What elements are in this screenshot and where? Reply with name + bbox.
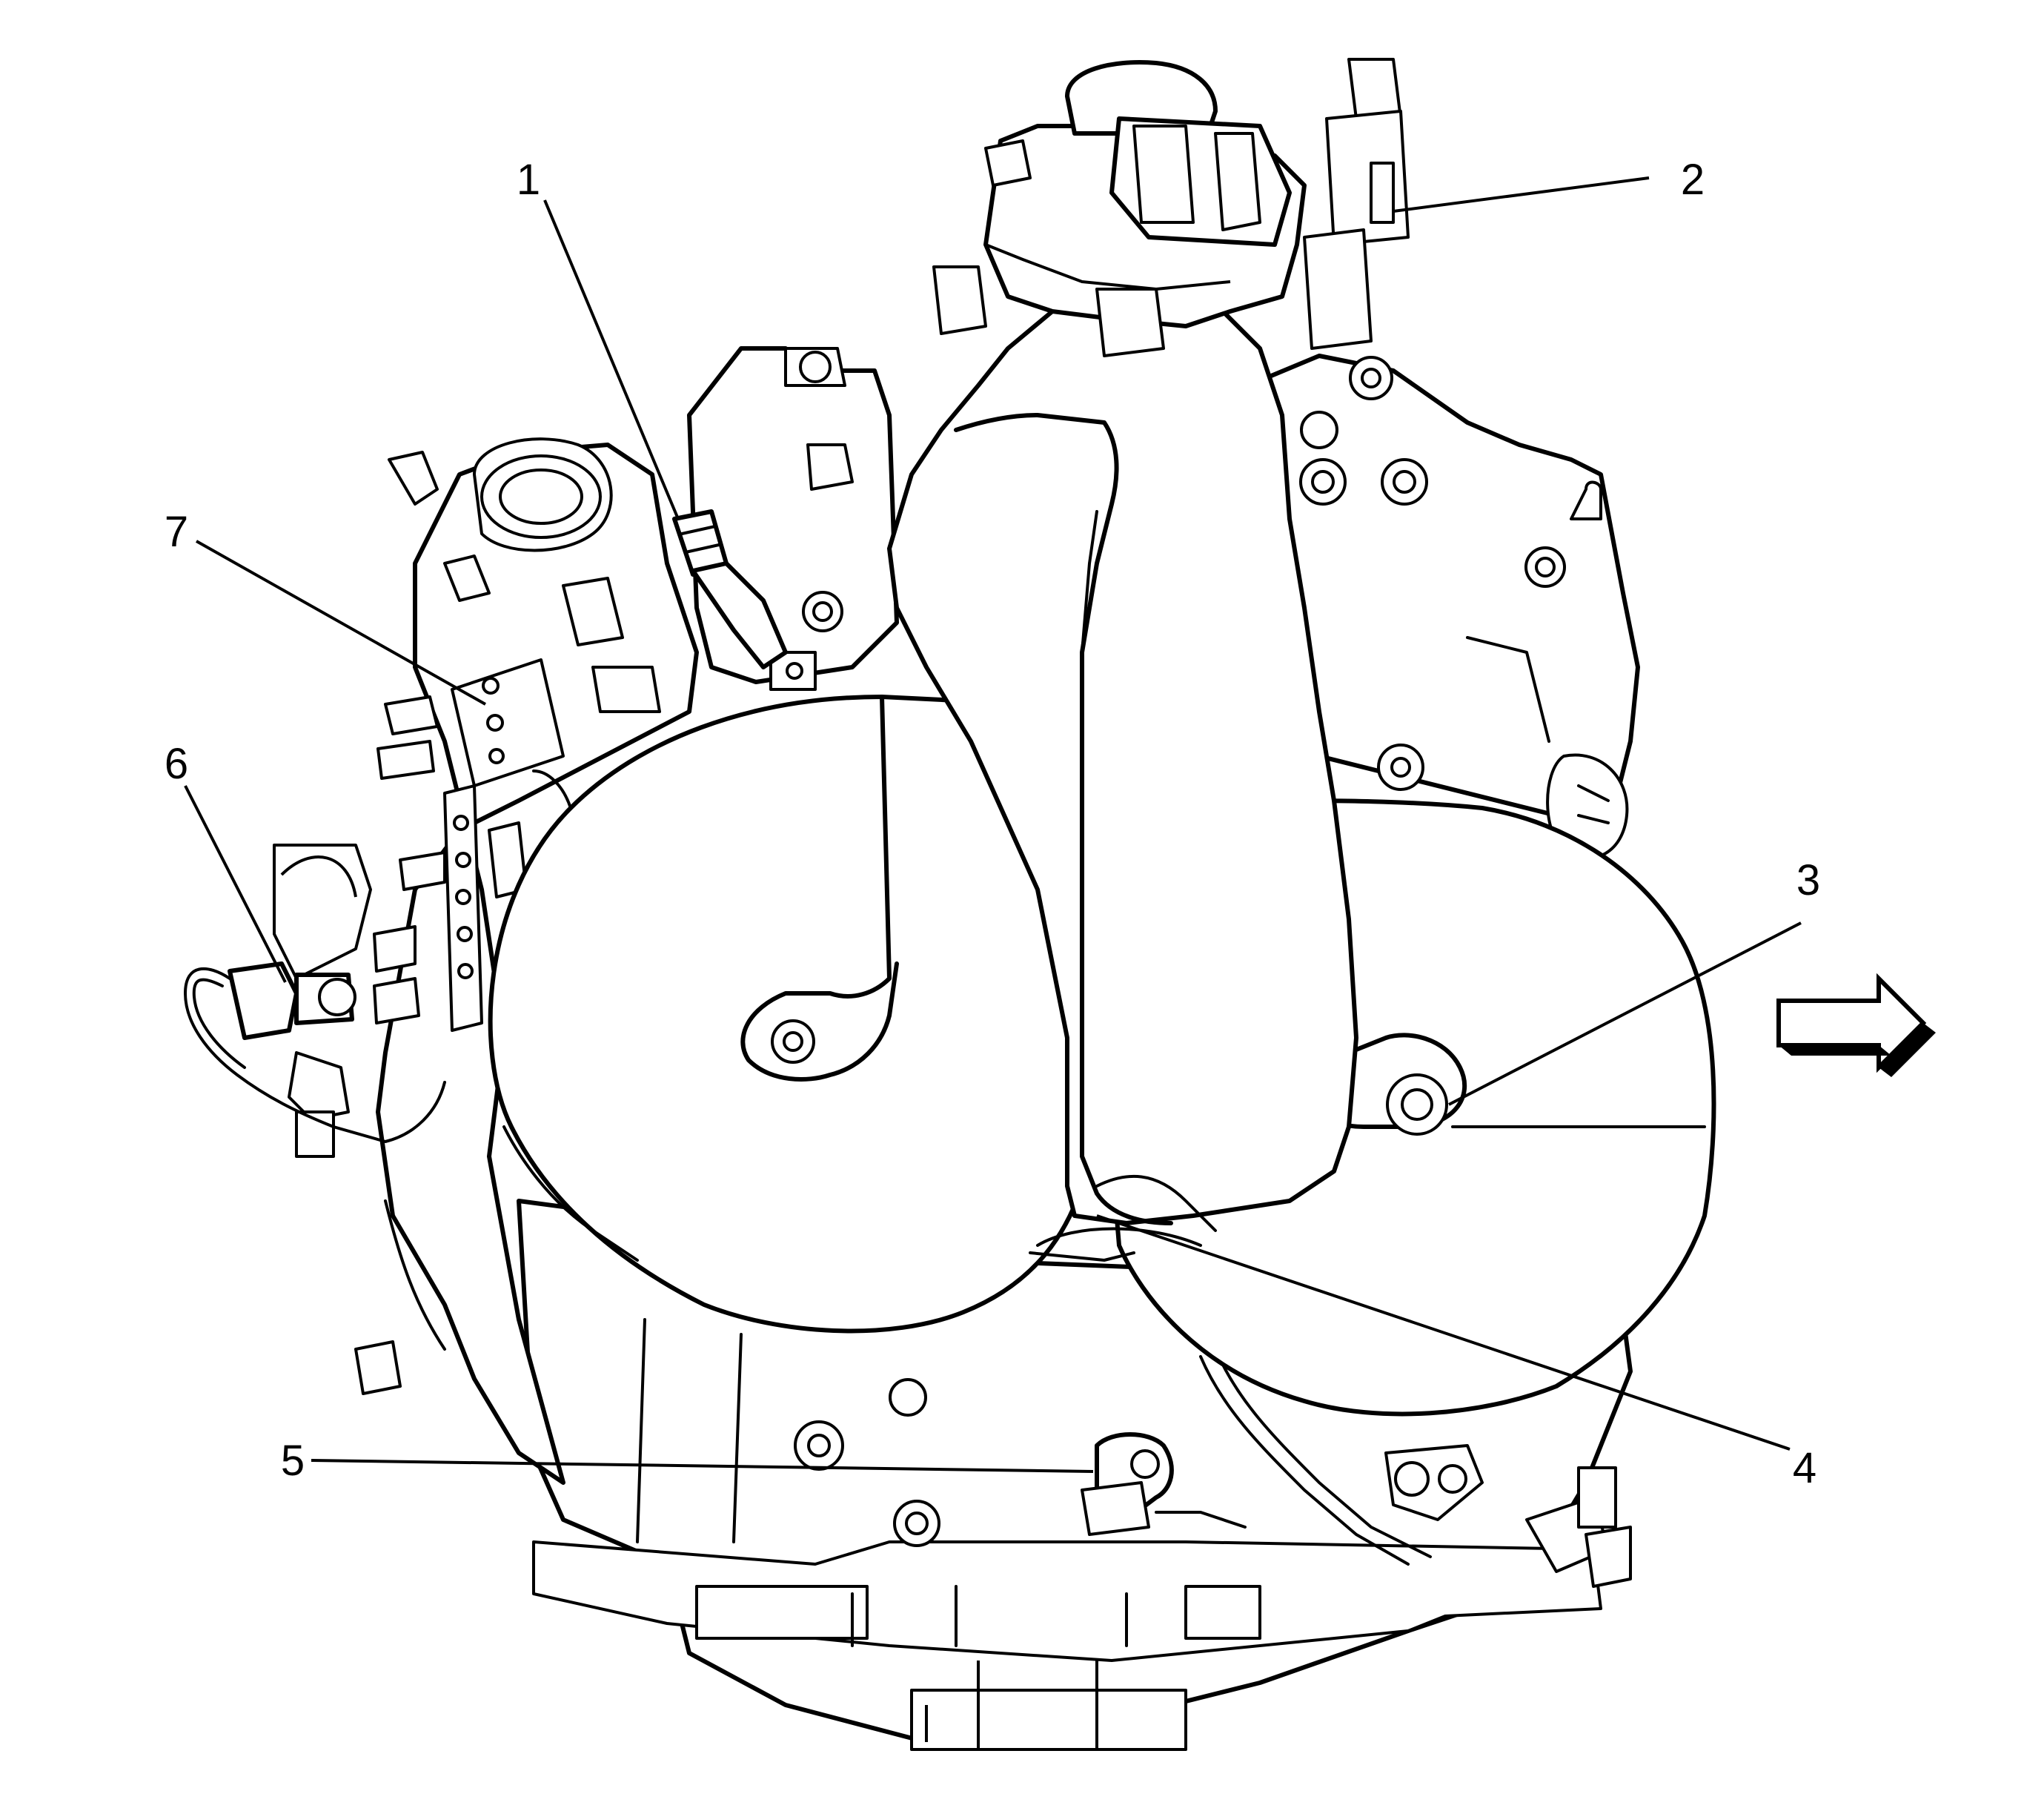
upper-left-bracket xyxy=(687,346,899,691)
callout-label-3: 3 xyxy=(1796,856,1820,904)
callout-label-6: 6 xyxy=(165,740,188,788)
leader-line-3 xyxy=(1448,921,1802,1106)
leader-line-4 xyxy=(1096,1214,1791,1451)
leader-line-2 xyxy=(1393,176,1650,213)
leader-line-6 xyxy=(184,785,287,983)
left-side-assembly xyxy=(273,437,699,1485)
intake-manifold-left-runner xyxy=(488,695,1099,1334)
right-side-assembly xyxy=(1228,354,1640,860)
leader-line-1 xyxy=(543,199,680,520)
callout-label-4: 4 xyxy=(1793,1444,1816,1492)
leader-line-5 xyxy=(311,1459,1094,1473)
callout-label-7: 7 xyxy=(165,508,188,556)
callout-label-1: 1 xyxy=(517,156,540,204)
callout-label-5: 5 xyxy=(281,1437,305,1485)
throttle-body xyxy=(932,58,1410,357)
callout-leaders xyxy=(184,176,1802,1473)
sensor-connector-1 xyxy=(672,509,788,669)
callout-label-2: 2 xyxy=(1681,156,1705,204)
callout-labels: 1 2 3 4 5 6 7 xyxy=(165,156,1820,1492)
sensor-5 xyxy=(1081,1432,1247,1536)
intake-plenum xyxy=(887,294,1358,1262)
right-arrow-icon xyxy=(1776,973,1936,1077)
leader-line-7 xyxy=(196,540,486,706)
sensor-6 xyxy=(184,961,446,1143)
